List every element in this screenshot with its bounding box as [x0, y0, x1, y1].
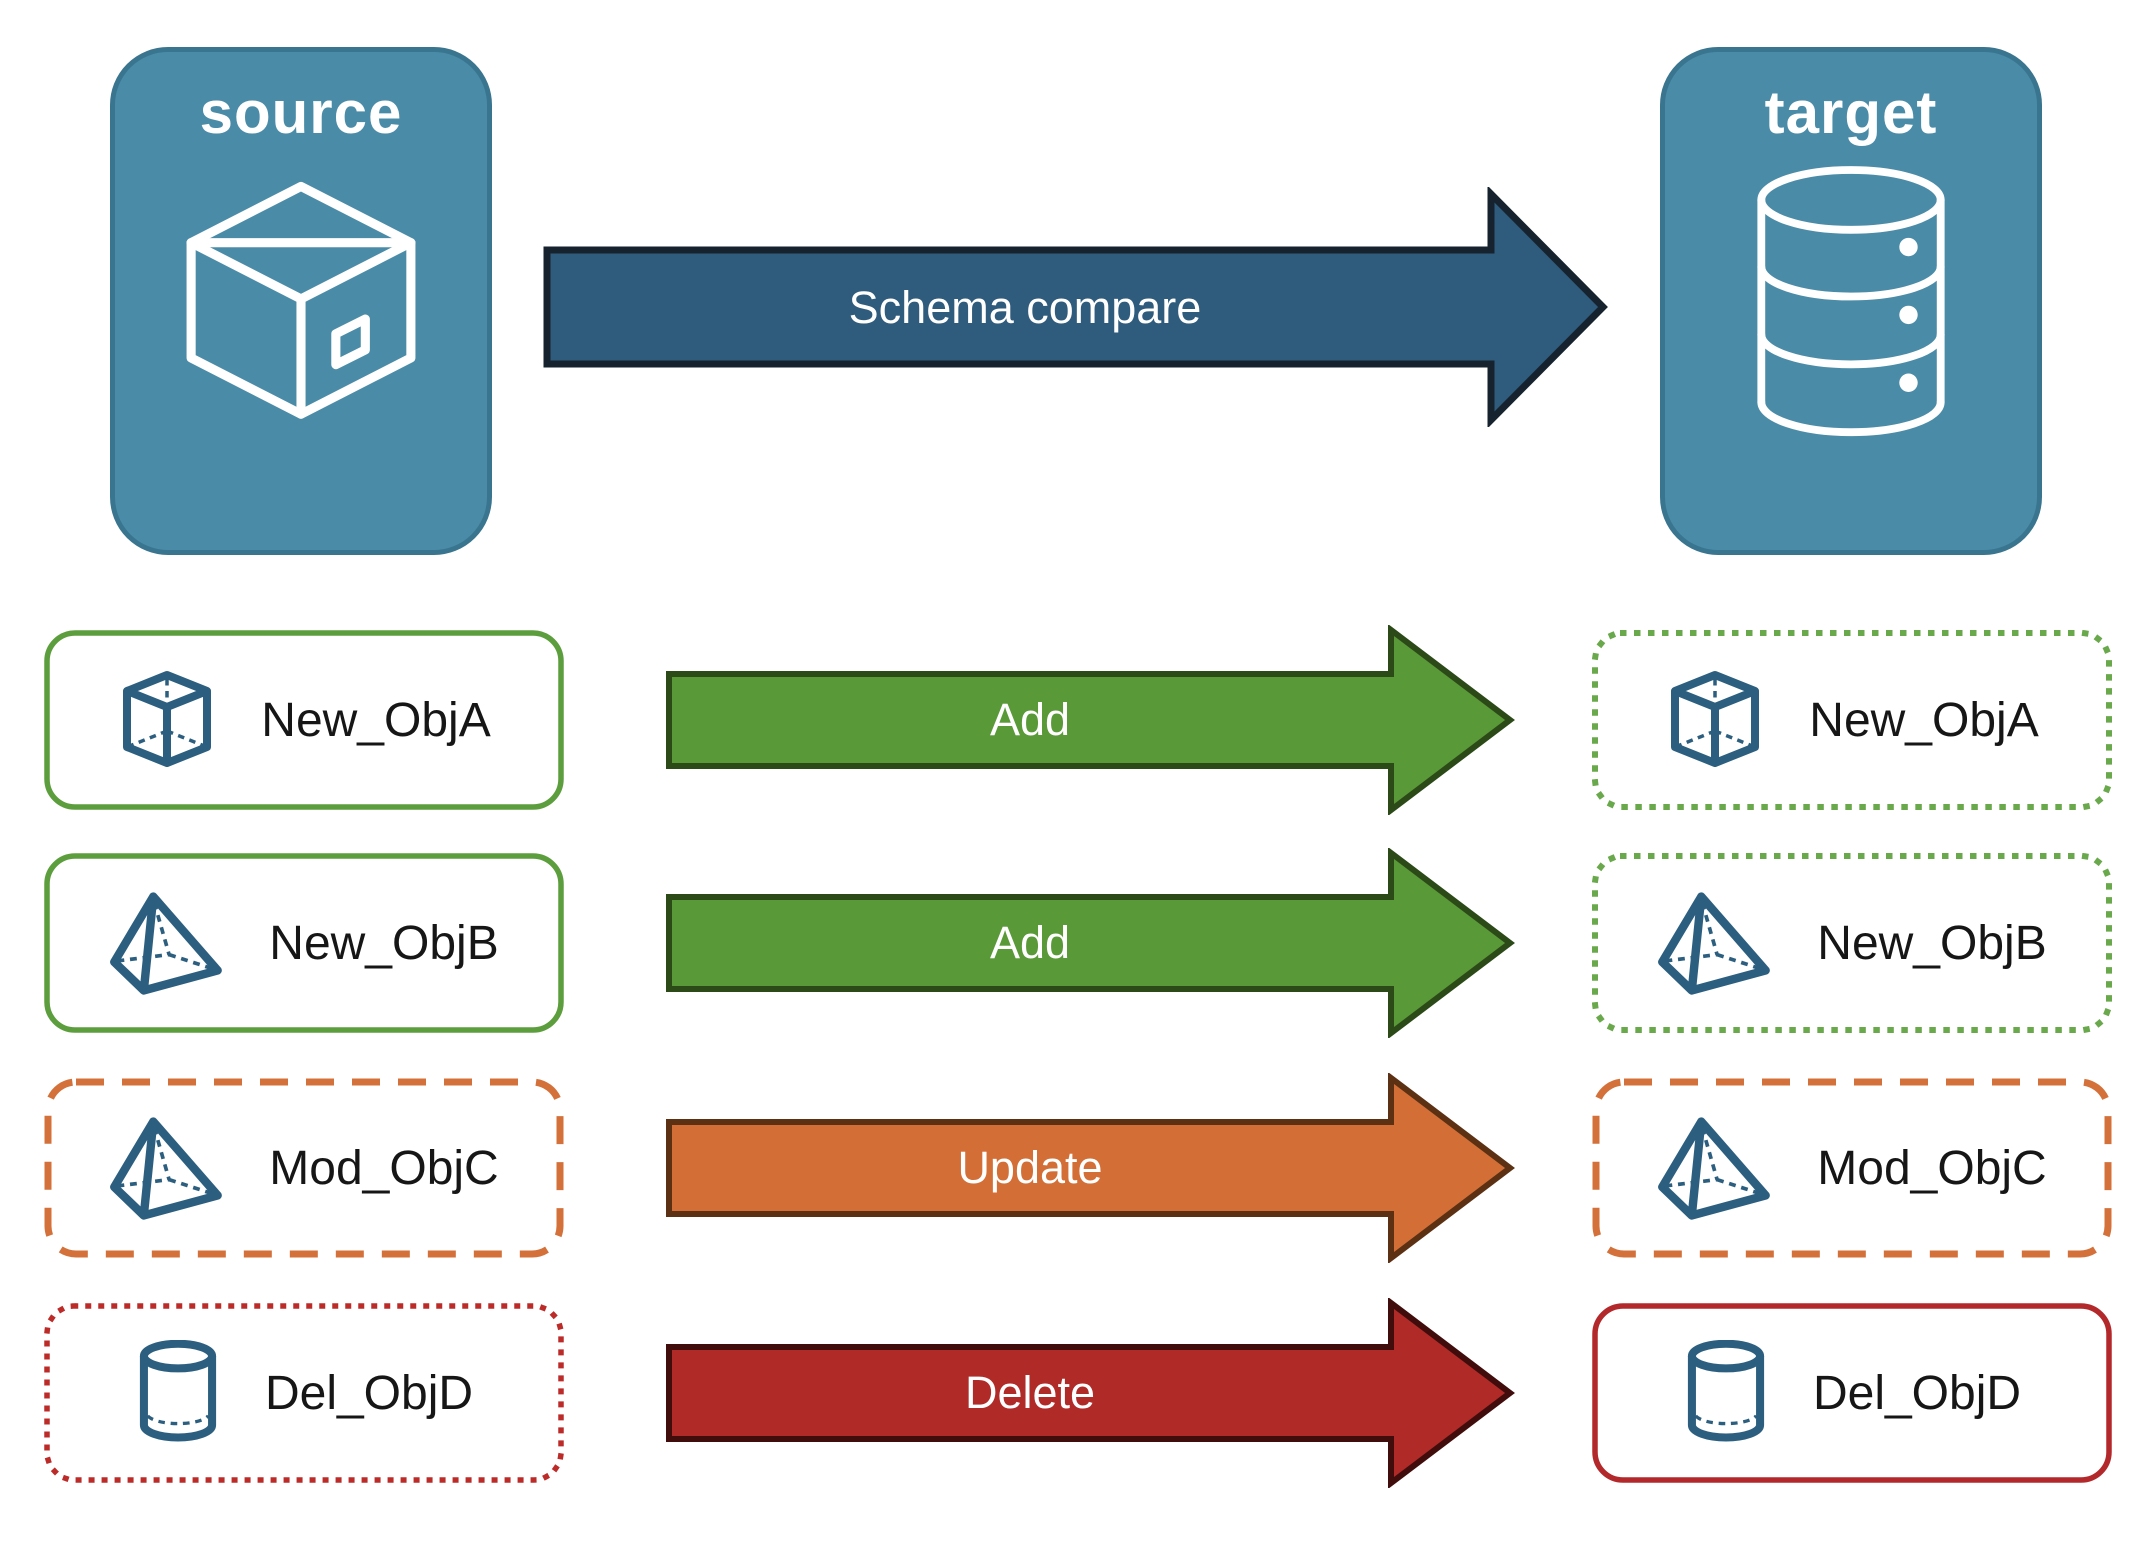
delete-arrow	[666, 1298, 1515, 1488]
cylinder-icon	[135, 1340, 221, 1446]
add-arrow	[666, 625, 1515, 815]
update-arrow-label: Update	[957, 1142, 1103, 1193]
add-arrow	[666, 848, 1515, 1038]
delete-arrow-label: Delete	[964, 1367, 1096, 1418]
add-arrow-label: Add	[989, 694, 1071, 745]
source-object-mod-objc: Mod_ObjC	[44, 1078, 564, 1258]
target-object-new-obja: New_ObjA	[1592, 630, 2112, 810]
object-label: Mod_ObjC	[269, 1141, 499, 1195]
target-object-new-objb: New_ObjB	[1592, 853, 2112, 1033]
target-object-mod-objc: Mod_ObjC	[1592, 1078, 2112, 1258]
target-object-del-objd: Del_ObjD	[1592, 1303, 2112, 1483]
object-label: New_ObjB	[1817, 916, 2047, 970]
source-card-title: source	[199, 79, 403, 146]
pyramid-icon	[109, 890, 225, 996]
schema-compare-arrow-label: Schema compare	[848, 282, 1202, 333]
object-label: Del_ObjD	[264, 1366, 474, 1420]
object-label: New_ObjA	[261, 693, 491, 747]
box-border	[1592, 853, 2112, 1033]
source-object-new-objb: New_ObjB	[44, 853, 564, 1033]
pyramid-icon	[1657, 1115, 1773, 1221]
object-label: Del_ObjD	[1812, 1366, 2022, 1420]
cylinder-icon	[1683, 1340, 1769, 1446]
box-border	[44, 853, 564, 1033]
cube-icon	[1665, 670, 1765, 770]
database-icon	[1736, 163, 1966, 453]
object-label: Mod_ObjC	[1817, 1141, 2047, 1195]
package-icon	[167, 173, 435, 441]
schema-compare-arrow	[543, 187, 1608, 427]
target-card-title: target	[1764, 79, 1938, 146]
update-arrow	[666, 1073, 1515, 1263]
pyramid-icon	[109, 1115, 225, 1221]
pyramid-icon	[1657, 890, 1773, 996]
target-card: target	[1660, 47, 2042, 555]
source-card: source	[110, 47, 492, 555]
source-object-new-obja: New_ObjA	[44, 630, 564, 810]
add-arrow-label: Add	[989, 917, 1071, 968]
cube-icon	[117, 670, 217, 770]
object-label: New_ObjA	[1809, 693, 2039, 747]
source-object-del-objd: Del_ObjD	[44, 1303, 564, 1483]
object-label: New_ObjB	[269, 916, 499, 970]
